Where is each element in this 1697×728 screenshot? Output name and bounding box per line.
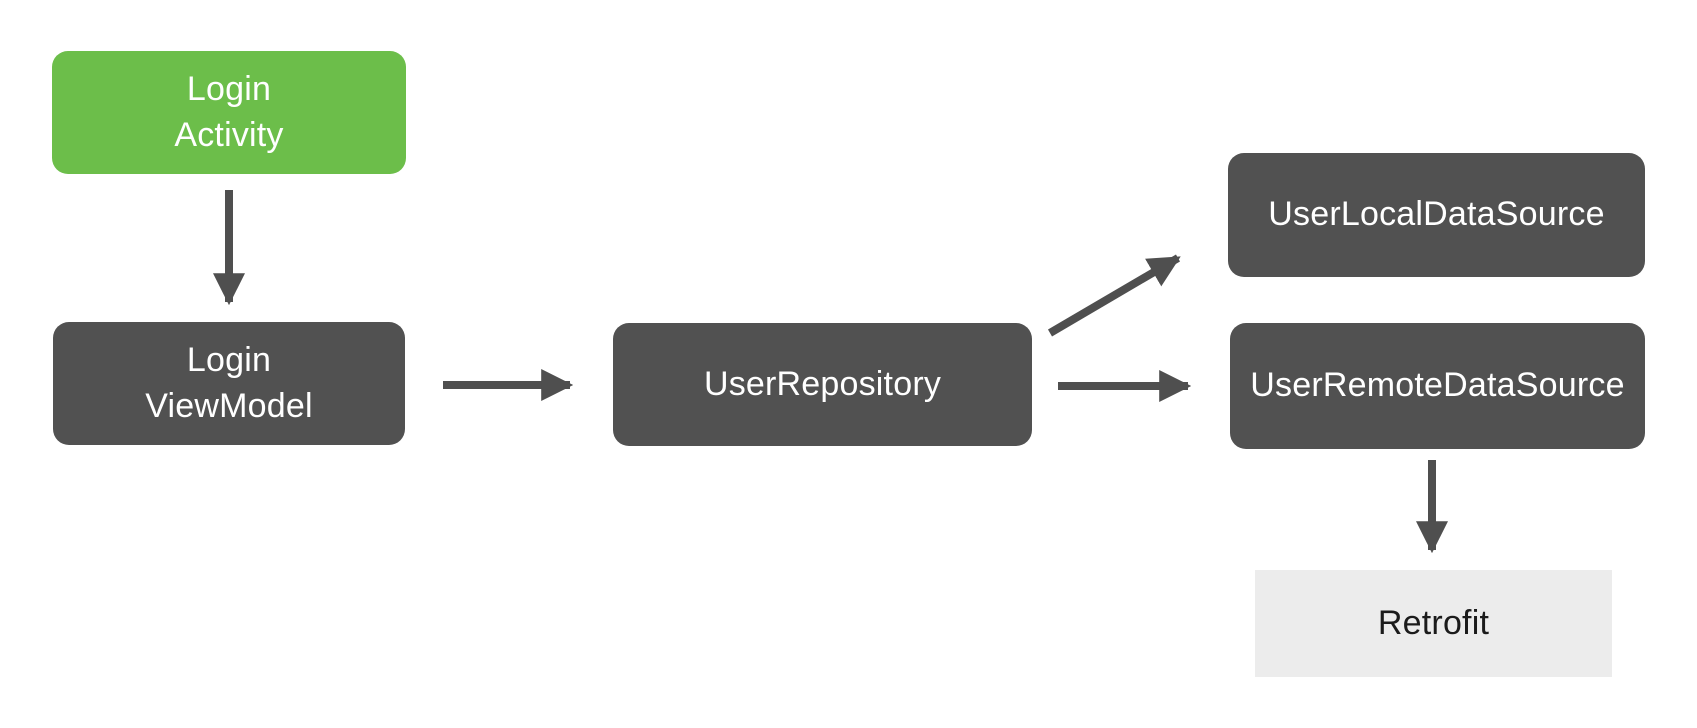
- node-user-repository: UserRepository: [613, 323, 1032, 446]
- node-retrofit: Retrofit: [1255, 570, 1612, 677]
- node-login-viewmodel: Login ViewModel: [53, 322, 405, 445]
- node-login-viewmodel-label-line1: Login: [186, 340, 272, 379]
- node-user-local-data-source-label: UserLocalDataSource: [1268, 195, 1605, 234]
- node-user-local-data-source: UserLocalDataSource: [1228, 153, 1645, 277]
- node-retrofit-label: Retrofit: [1377, 603, 1490, 642]
- node-login-activity-label-line1: Login: [186, 69, 272, 108]
- node-login-viewmodel-label-line2: ViewModel: [145, 386, 313, 425]
- node-login-activity-label-line2: Activity: [174, 115, 284, 154]
- node-user-repository-label: UserRepository: [703, 364, 942, 403]
- arrow-repository-to-local-source: [1047, 254, 1181, 337]
- node-user-remote-data-source-label: UserRemoteDataSource: [1250, 366, 1625, 405]
- node-login-activity: Login Activity: [52, 51, 406, 174]
- node-user-remote-data-source: UserRemoteDataSource: [1230, 323, 1645, 449]
